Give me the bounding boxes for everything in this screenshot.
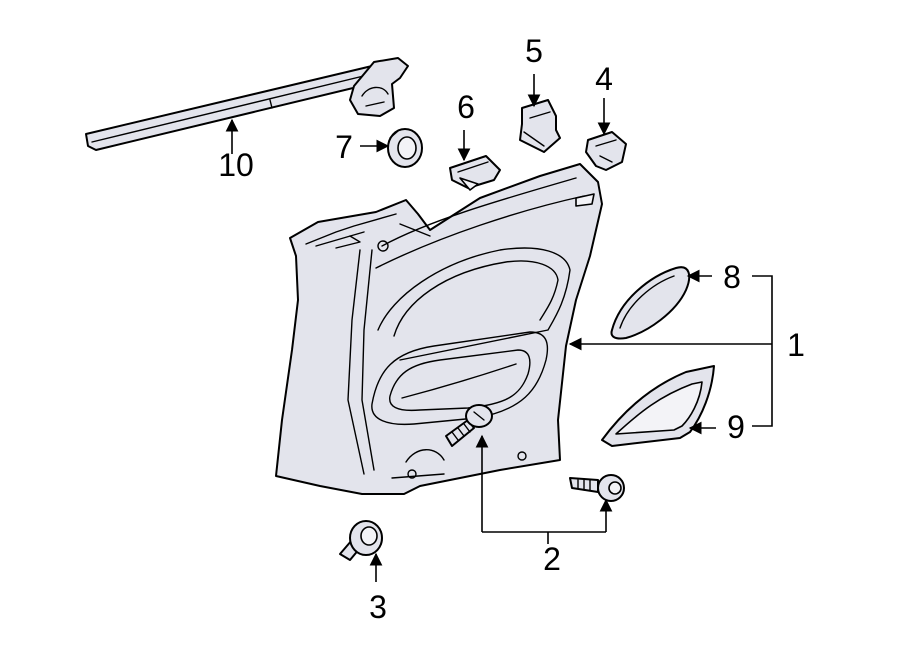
part-9-lamp-housing — [601, 365, 715, 447]
callout-2: 2 — [543, 541, 561, 577]
callout-4: 4 — [595, 61, 613, 97]
callout-5: 5 — [525, 33, 543, 69]
part-5-bracket-clip — [519, 99, 561, 153]
leader-lines — [225, 74, 773, 582]
part-2-screw-upper — [445, 404, 493, 447]
part-8-lens — [610, 266, 691, 340]
part-3-push-pin — [339, 520, 383, 561]
part-10-trim-strip — [85, 57, 409, 151]
callout-10: 10 — [218, 147, 254, 183]
part-6-clip — [449, 155, 501, 191]
callout-8: 8 — [723, 259, 741, 295]
part-1-quarter-trim-panel — [275, 163, 603, 495]
callout-3: 3 — [369, 589, 387, 625]
callout-1: 1 — [787, 327, 805, 363]
part-4-retainer-clip — [585, 131, 627, 171]
part-2-screw-lower — [569, 474, 625, 502]
callout-9: 9 — [727, 409, 745, 445]
callout-7: 7 — [335, 129, 353, 165]
part-7-grommet — [387, 128, 423, 168]
callout-labels: 10 7 6 5 4 8 1 9 2 3 — [218, 33, 805, 625]
callout-6: 6 — [457, 89, 475, 125]
